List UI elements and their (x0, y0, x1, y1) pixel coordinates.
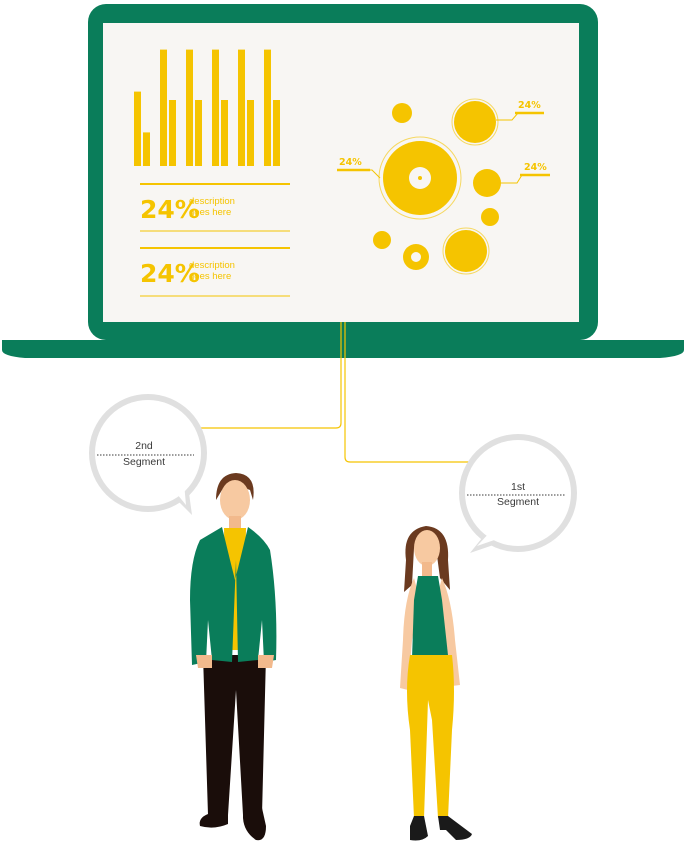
woman-shoe-right (438, 816, 472, 840)
bubble (392, 103, 412, 123)
bar (247, 100, 254, 166)
man-jacket (190, 527, 277, 665)
man-figure (190, 473, 277, 841)
stat-desc-1-line1: description (189, 196, 235, 207)
bubble-label: 24% (524, 162, 547, 173)
bubble-center-dot (418, 176, 422, 180)
bar (160, 49, 167, 166)
bar-chart (134, 49, 280, 166)
connectors (198, 322, 470, 463)
woman-shoe-left (410, 816, 428, 841)
bubble-hole (411, 252, 421, 262)
bubble (445, 230, 487, 272)
bar (273, 100, 280, 166)
speech-bubble-body (465, 440, 571, 546)
bar (195, 100, 202, 166)
woman-face (414, 530, 440, 566)
man-hand-right (258, 655, 274, 668)
bubble (481, 208, 499, 226)
bubble-label: 24% (339, 157, 362, 168)
man-hand-left (196, 655, 212, 668)
woman-top (412, 576, 448, 658)
woman-figure (400, 526, 472, 841)
man-pants (203, 655, 266, 815)
bubble (373, 231, 391, 249)
connector-second-segment (198, 322, 342, 429)
bubble (473, 169, 501, 197)
speech-bubble-body (95, 400, 201, 506)
bar (238, 49, 245, 166)
bar (264, 49, 271, 166)
stat-percent-2: 24% (140, 259, 200, 288)
bar (186, 49, 193, 166)
stat-percent-1: 24% (140, 195, 200, 224)
laptop (2, 4, 684, 358)
bar (212, 49, 219, 166)
bubble (378, 136, 462, 220)
bar (134, 91, 141, 166)
stats-block: 24% description goes here 24% descriptio… (140, 183, 290, 297)
connector-first-segment (344, 322, 470, 463)
woman-pants (407, 655, 454, 818)
man-neck (229, 516, 241, 530)
speech-bubble-tail-inner (477, 530, 503, 546)
bar (169, 100, 176, 166)
stat-desc-1-line2: goes here (189, 207, 231, 218)
speech-bubble-second: 2nd Segment (89, 394, 207, 515)
woman-neck (422, 562, 432, 576)
stat-desc-2-line2: goes here (189, 271, 231, 282)
speech-bubble-first: 1st Segment (459, 434, 577, 553)
speech-bubble-tail-inner (172, 483, 186, 505)
bubble-label: 24% (518, 100, 541, 111)
segment-label-line1: 2nd (135, 440, 153, 452)
man-shoe-left (199, 808, 228, 828)
stat-desc-2-line1: description (189, 260, 235, 271)
segment-label-line1: 1st (511, 481, 525, 493)
laptop-screen (103, 23, 579, 322)
man-shoe-right (243, 808, 266, 841)
bubble (454, 101, 496, 143)
segment-label-line2: Segment (123, 456, 165, 468)
bubble (451, 98, 499, 146)
bubble (442, 227, 490, 275)
bubble-chart: 24% 24% 24% (337, 98, 550, 275)
bar (221, 100, 228, 166)
man-face (220, 480, 250, 520)
laptop-base (2, 340, 684, 358)
segment-label-line2: Segment (497, 496, 539, 508)
bar (143, 132, 150, 166)
